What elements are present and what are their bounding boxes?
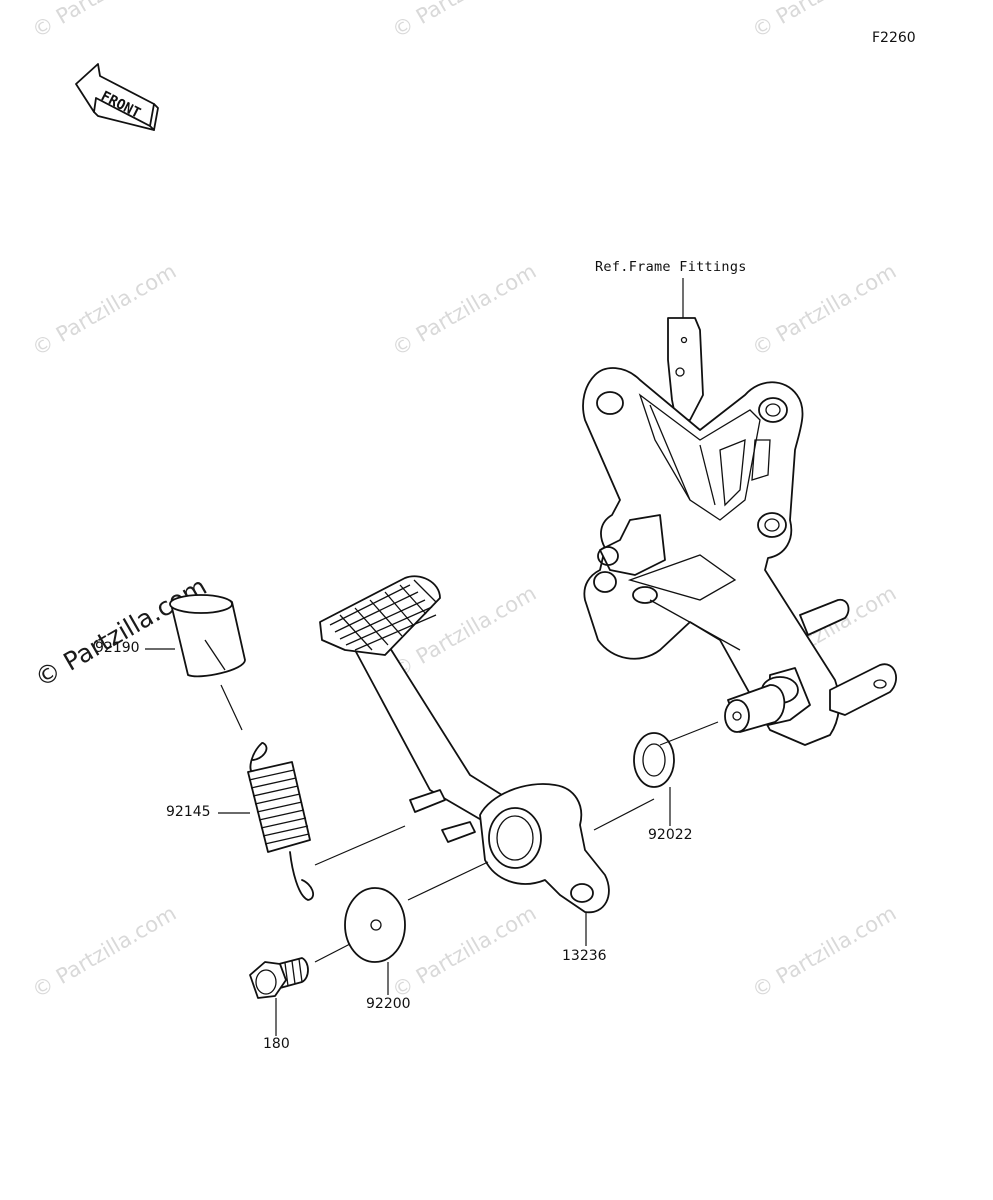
return-spring — [247, 742, 315, 901]
pivot-bolt — [249, 957, 309, 999]
part-number-92022[interactable]: 92022 — [648, 827, 693, 843]
part-number-92190[interactable]: 92190 — [95, 640, 140, 656]
washer-92200 — [344, 887, 406, 963]
part-number-13236[interactable]: 13236 — [562, 948, 607, 964]
spring-cover — [169, 594, 246, 678]
part-number-180[interactable]: 180 — [263, 1036, 290, 1052]
reference-label: Ref.Frame Fittings — [595, 259, 747, 275]
part-number-92145[interactable]: 92145 — [166, 804, 211, 820]
diagram-code: F2260 — [872, 30, 916, 46]
front-arrow-icon: FRONT — [75, 63, 159, 131]
part-number-92200[interactable]: 92200 — [366, 996, 411, 1012]
brake-pedal — [319, 575, 610, 914]
spacer-pin — [724, 684, 786, 733]
washer-92022 — [633, 732, 675, 788]
frame-bracket — [582, 317, 897, 746]
